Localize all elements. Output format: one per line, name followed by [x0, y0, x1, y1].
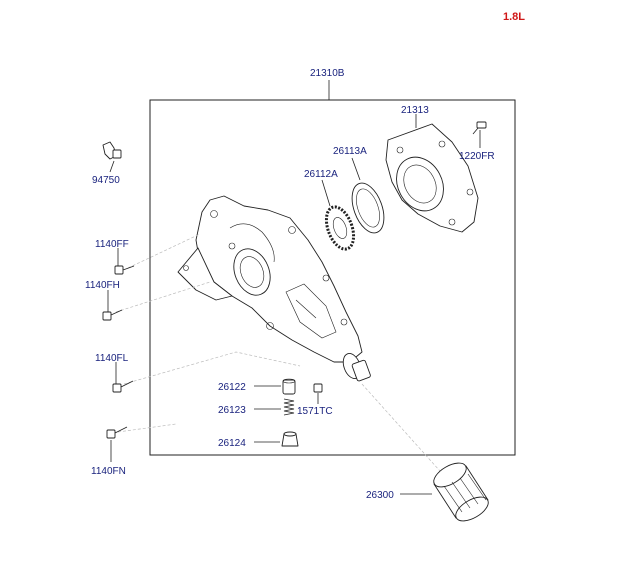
bolt-1140FN	[106, 426, 128, 439]
plug-1571TC	[313, 383, 323, 393]
assembly-frame	[149, 99, 516, 456]
bolt-94750	[102, 141, 122, 160]
callout-1140FL[interactable]: 1140FL	[95, 353, 129, 364]
callout-26122[interactable]: 26122	[218, 382, 246, 393]
callout-21313[interactable]: 21313	[401, 105, 429, 116]
callout-94750[interactable]: 94750	[92, 175, 120, 186]
oil-pump-housing	[177, 195, 371, 382]
bolt-1140FF	[114, 265, 135, 275]
oil-filter-26300	[433, 462, 489, 522]
callout-26300[interactable]: 26300	[366, 490, 394, 501]
callout-26112A[interactable]: 26112A	[304, 169, 338, 180]
engine-label: 1.8L	[503, 11, 525, 23]
callout-26123[interactable]: 26123	[218, 405, 246, 416]
spring-26123	[283, 398, 295, 416]
bolt-1220FR	[472, 121, 487, 135]
callout-1220FR[interactable]: 1220FR	[459, 151, 495, 162]
plug-cap-26124	[281, 431, 299, 447]
callout-1140FF[interactable]: 1140FF	[95, 239, 129, 250]
callout-1571TC[interactable]: 1571TC	[297, 406, 333, 417]
callout-21310B[interactable]: 21310B	[310, 68, 345, 79]
callout-1140FH[interactable]: 1140FH	[85, 280, 120, 291]
callout-26124[interactable]: 26124	[218, 438, 246, 449]
outer-rotor-26113A	[351, 182, 385, 234]
bolt-1140FL	[112, 380, 134, 393]
callout-26113A[interactable]: 26113A	[333, 146, 367, 157]
bolt-1140FH	[102, 309, 123, 321]
front-cover-plate	[385, 123, 479, 233]
plunger-26122	[282, 378, 296, 395]
inner-rotor-26112A	[324, 205, 356, 251]
callout-1140FN[interactable]: 1140FN	[91, 466, 126, 477]
